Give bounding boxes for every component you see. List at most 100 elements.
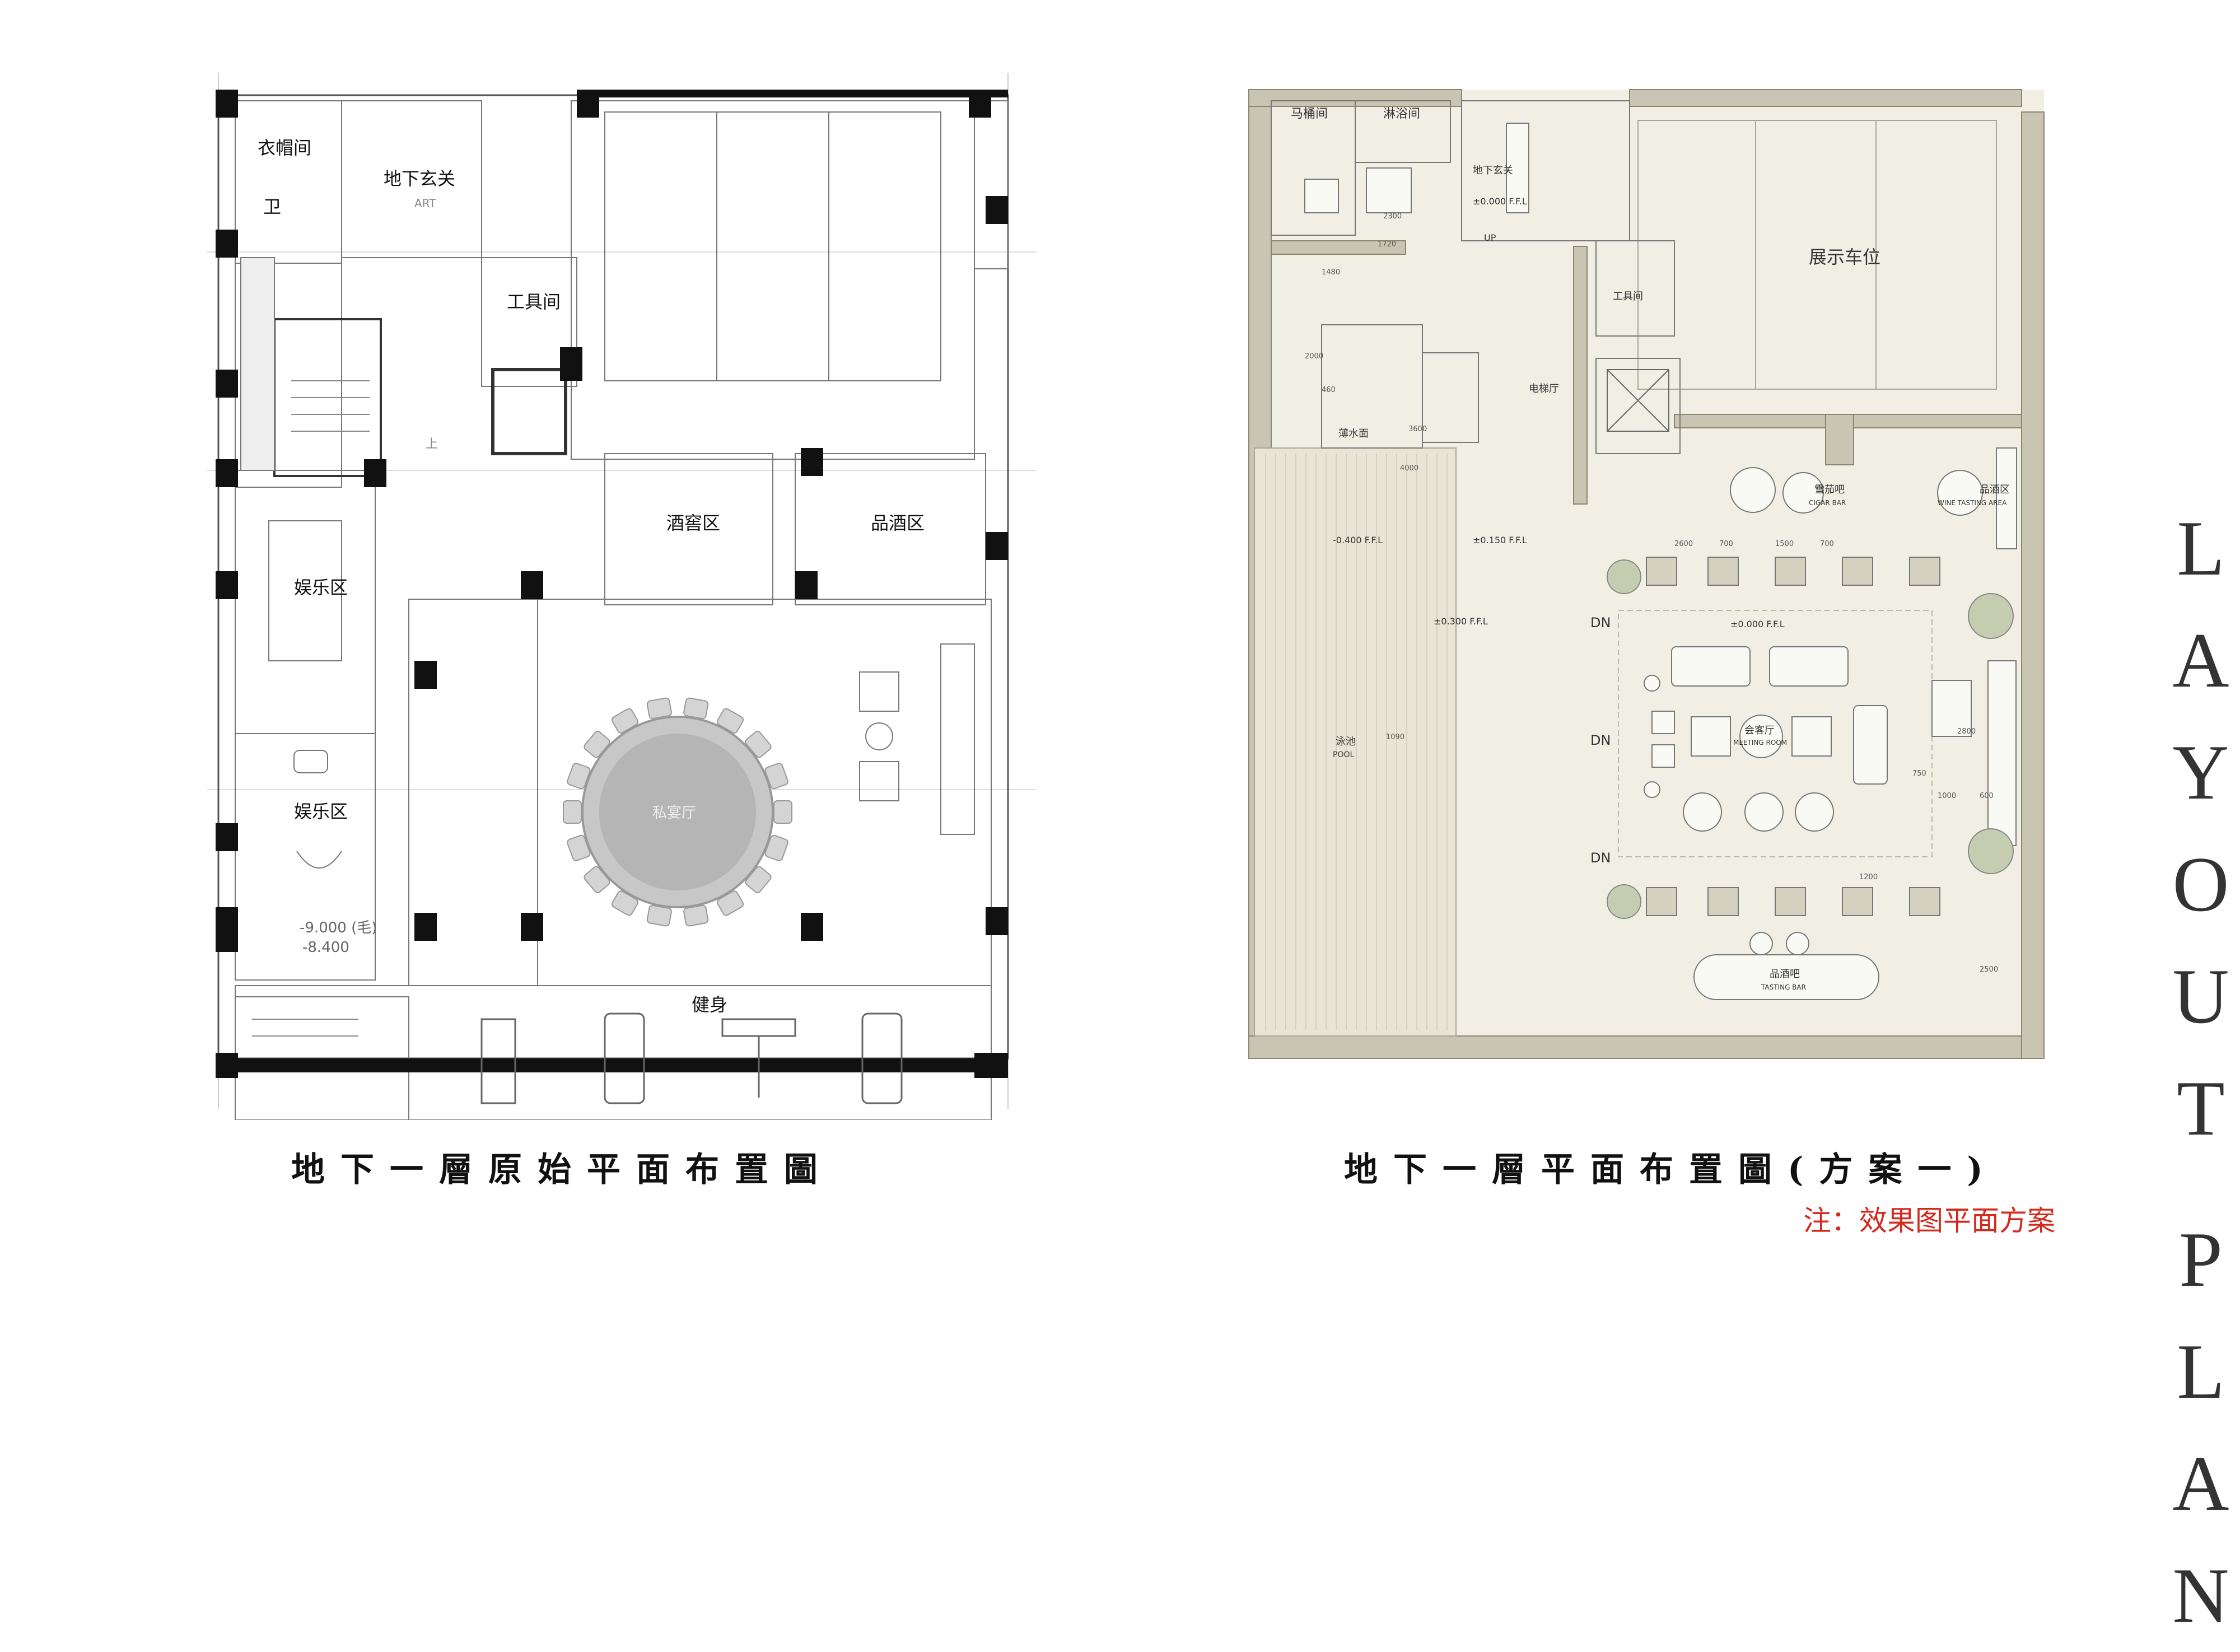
- label-cigar-bar: 雪茄吧: [1814, 484, 1845, 496]
- label-water-face: 薄水面: [1338, 428, 1369, 440]
- dimension-label: 750: [1912, 769, 1926, 778]
- label-toilet: 马桶间: [1291, 107, 1328, 121]
- label-tasting: 品酒区: [871, 512, 925, 534]
- dining-chair: [646, 904, 672, 927]
- dimension-label: 4000: [1400, 464, 1418, 473]
- side-title-letter: U: [2172, 953, 2229, 1040]
- dimension-label: 460: [1322, 386, 1336, 394]
- column: [1707, 557, 1739, 586]
- column: [1909, 557, 1940, 586]
- dimension-label: 2800: [1957, 727, 1976, 736]
- dining-chair: [716, 708, 744, 734]
- label-dn-1: DN: [1590, 615, 1611, 631]
- dining-chair: [611, 708, 639, 734]
- scheme-floor-plan: 马桶间 淋浴间 地下玄关 ±0.000 F.F.L UP 展示车位 工具间 电梯…: [1248, 89, 2045, 1059]
- label-art: ART: [414, 197, 436, 210]
- side-title-letter: L: [2177, 1328, 2225, 1415]
- original-floor-plan: 衣帽间 卫 地下玄关 ART 工具间 上 酒窖区 品酒区 娱乐区 娱乐区 私宴厅…: [207, 73, 1036, 1120]
- label-foyer: 地下玄关: [384, 168, 455, 189]
- scheme-note: 注：效果图平面方案: [1803, 1205, 2055, 1237]
- side-title-letter: L: [2177, 505, 2225, 592]
- side-title-letter: N: [2172, 1552, 2229, 1639]
- dimension-label: 2000: [1305, 352, 1323, 361]
- side-title-letter: O: [2172, 841, 2229, 928]
- label-level-d: ±0.000 F.F.L: [1730, 619, 1785, 629]
- label-meeting-en: MEETING ROOM: [1733, 739, 1787, 746]
- label-level-2: -8.400: [302, 939, 349, 956]
- label-foyer-scheme: 地下玄关: [1473, 165, 1513, 176]
- dining-chair: [683, 904, 709, 927]
- column: [1646, 887, 1677, 916]
- label-wine-tasting: 品酒区: [1980, 484, 2010, 496]
- label-pool-en: POOL: [1333, 750, 1354, 759]
- dimension-label: 700: [1820, 540, 1834, 548]
- label-dn-3: DN: [1590, 850, 1611, 866]
- dimension-label: 1090: [1386, 733, 1404, 741]
- label-cigar-bar-en: CIGAR BAR: [1809, 499, 1846, 507]
- dining-chair: [567, 834, 591, 861]
- dining-chair: [683, 697, 709, 720]
- label-foyer-level: ±0.000 F.F.L: [1473, 196, 1527, 207]
- side-title-letter: Y: [2172, 729, 2229, 816]
- dining-chair: [764, 763, 788, 790]
- dimension-label: 1000: [1938, 792, 1956, 800]
- label-stair-up: 上: [426, 437, 438, 451]
- dimension-label: 2500: [1980, 965, 1998, 974]
- column: [1707, 887, 1739, 916]
- label-tasting-bar: 品酒吧: [1770, 968, 1800, 980]
- dining-chair: [745, 731, 772, 758]
- side-title-letter: P: [2179, 1216, 2223, 1303]
- column: [1842, 557, 1873, 586]
- label-wine-cellar: 酒窖区: [666, 512, 720, 534]
- dimension-label: 1200: [1859, 873, 1878, 881]
- label-lift-hall: 电梯厅: [1529, 383, 1559, 395]
- label-private-dining: 私宴厅: [652, 805, 696, 822]
- side-title-letter: A: [2172, 1440, 2229, 1527]
- original-plan-caption: 地下一層原始平面布置圖: [291, 1150, 833, 1189]
- dimension-label: 600: [1980, 792, 1994, 800]
- dining-chair: [584, 866, 610, 893]
- label-dn-2: DN: [1590, 732, 1611, 748]
- label-level-c: ±0.300 F.F.L: [1434, 616, 1488, 627]
- label-wine-tasting-en: WINE TASTING AREA: [1938, 499, 2007, 507]
- dimension-label: 1480: [1322, 268, 1340, 277]
- label-entertainment-1: 娱乐区: [294, 577, 348, 598]
- dining-chair: [563, 800, 582, 824]
- label-level-1: -9.000 (毛): [300, 920, 377, 936]
- column: [1842, 887, 1873, 916]
- dimension-label: 3600: [1408, 425, 1427, 433]
- label-up: UP: [1484, 232, 1496, 243]
- dimension-label: 1500: [1775, 540, 1794, 548]
- label-tool-room-scheme: 工具间: [1613, 291, 1643, 302]
- side-title-letter: T: [2177, 1065, 2225, 1152]
- column: [1646, 557, 1677, 586]
- label-meeting: 会客厅: [1744, 725, 1775, 736]
- column: [1775, 557, 1806, 586]
- scheme-plan-caption: 地下一層平面布置圖(方案一): [1344, 1150, 1999, 1189]
- dimension-label: 1720: [1378, 240, 1396, 249]
- dining-chair: [773, 800, 792, 824]
- dining-chair: [716, 890, 744, 916]
- dimension-label: 2600: [1674, 540, 1693, 548]
- dining-chair: [567, 763, 591, 790]
- dining-chair: [611, 890, 639, 916]
- dimension-label: 700: [1719, 540, 1733, 548]
- dining-chair: [584, 731, 610, 758]
- dining-chair: [764, 834, 788, 861]
- label-gym: 健身: [692, 994, 727, 1015]
- label-bathroom: 卫: [263, 196, 281, 217]
- side-title-letter: A: [2172, 617, 2229, 704]
- label-tool-room: 工具间: [507, 291, 561, 312]
- label-cloakroom: 衣帽间: [258, 137, 311, 158]
- label-tasting-bar-en: TASTING BAR: [1761, 983, 1806, 991]
- label-entertainment-2: 娱乐区: [294, 801, 348, 822]
- dining-chair: [646, 697, 672, 720]
- label-garage: 展示车位: [1809, 246, 1880, 268]
- dimension-label: 2300: [1383, 212, 1402, 221]
- label-level-a: -0.400 F.F.L: [1333, 535, 1383, 545]
- column: [1775, 887, 1806, 916]
- dining-chair: [745, 866, 772, 893]
